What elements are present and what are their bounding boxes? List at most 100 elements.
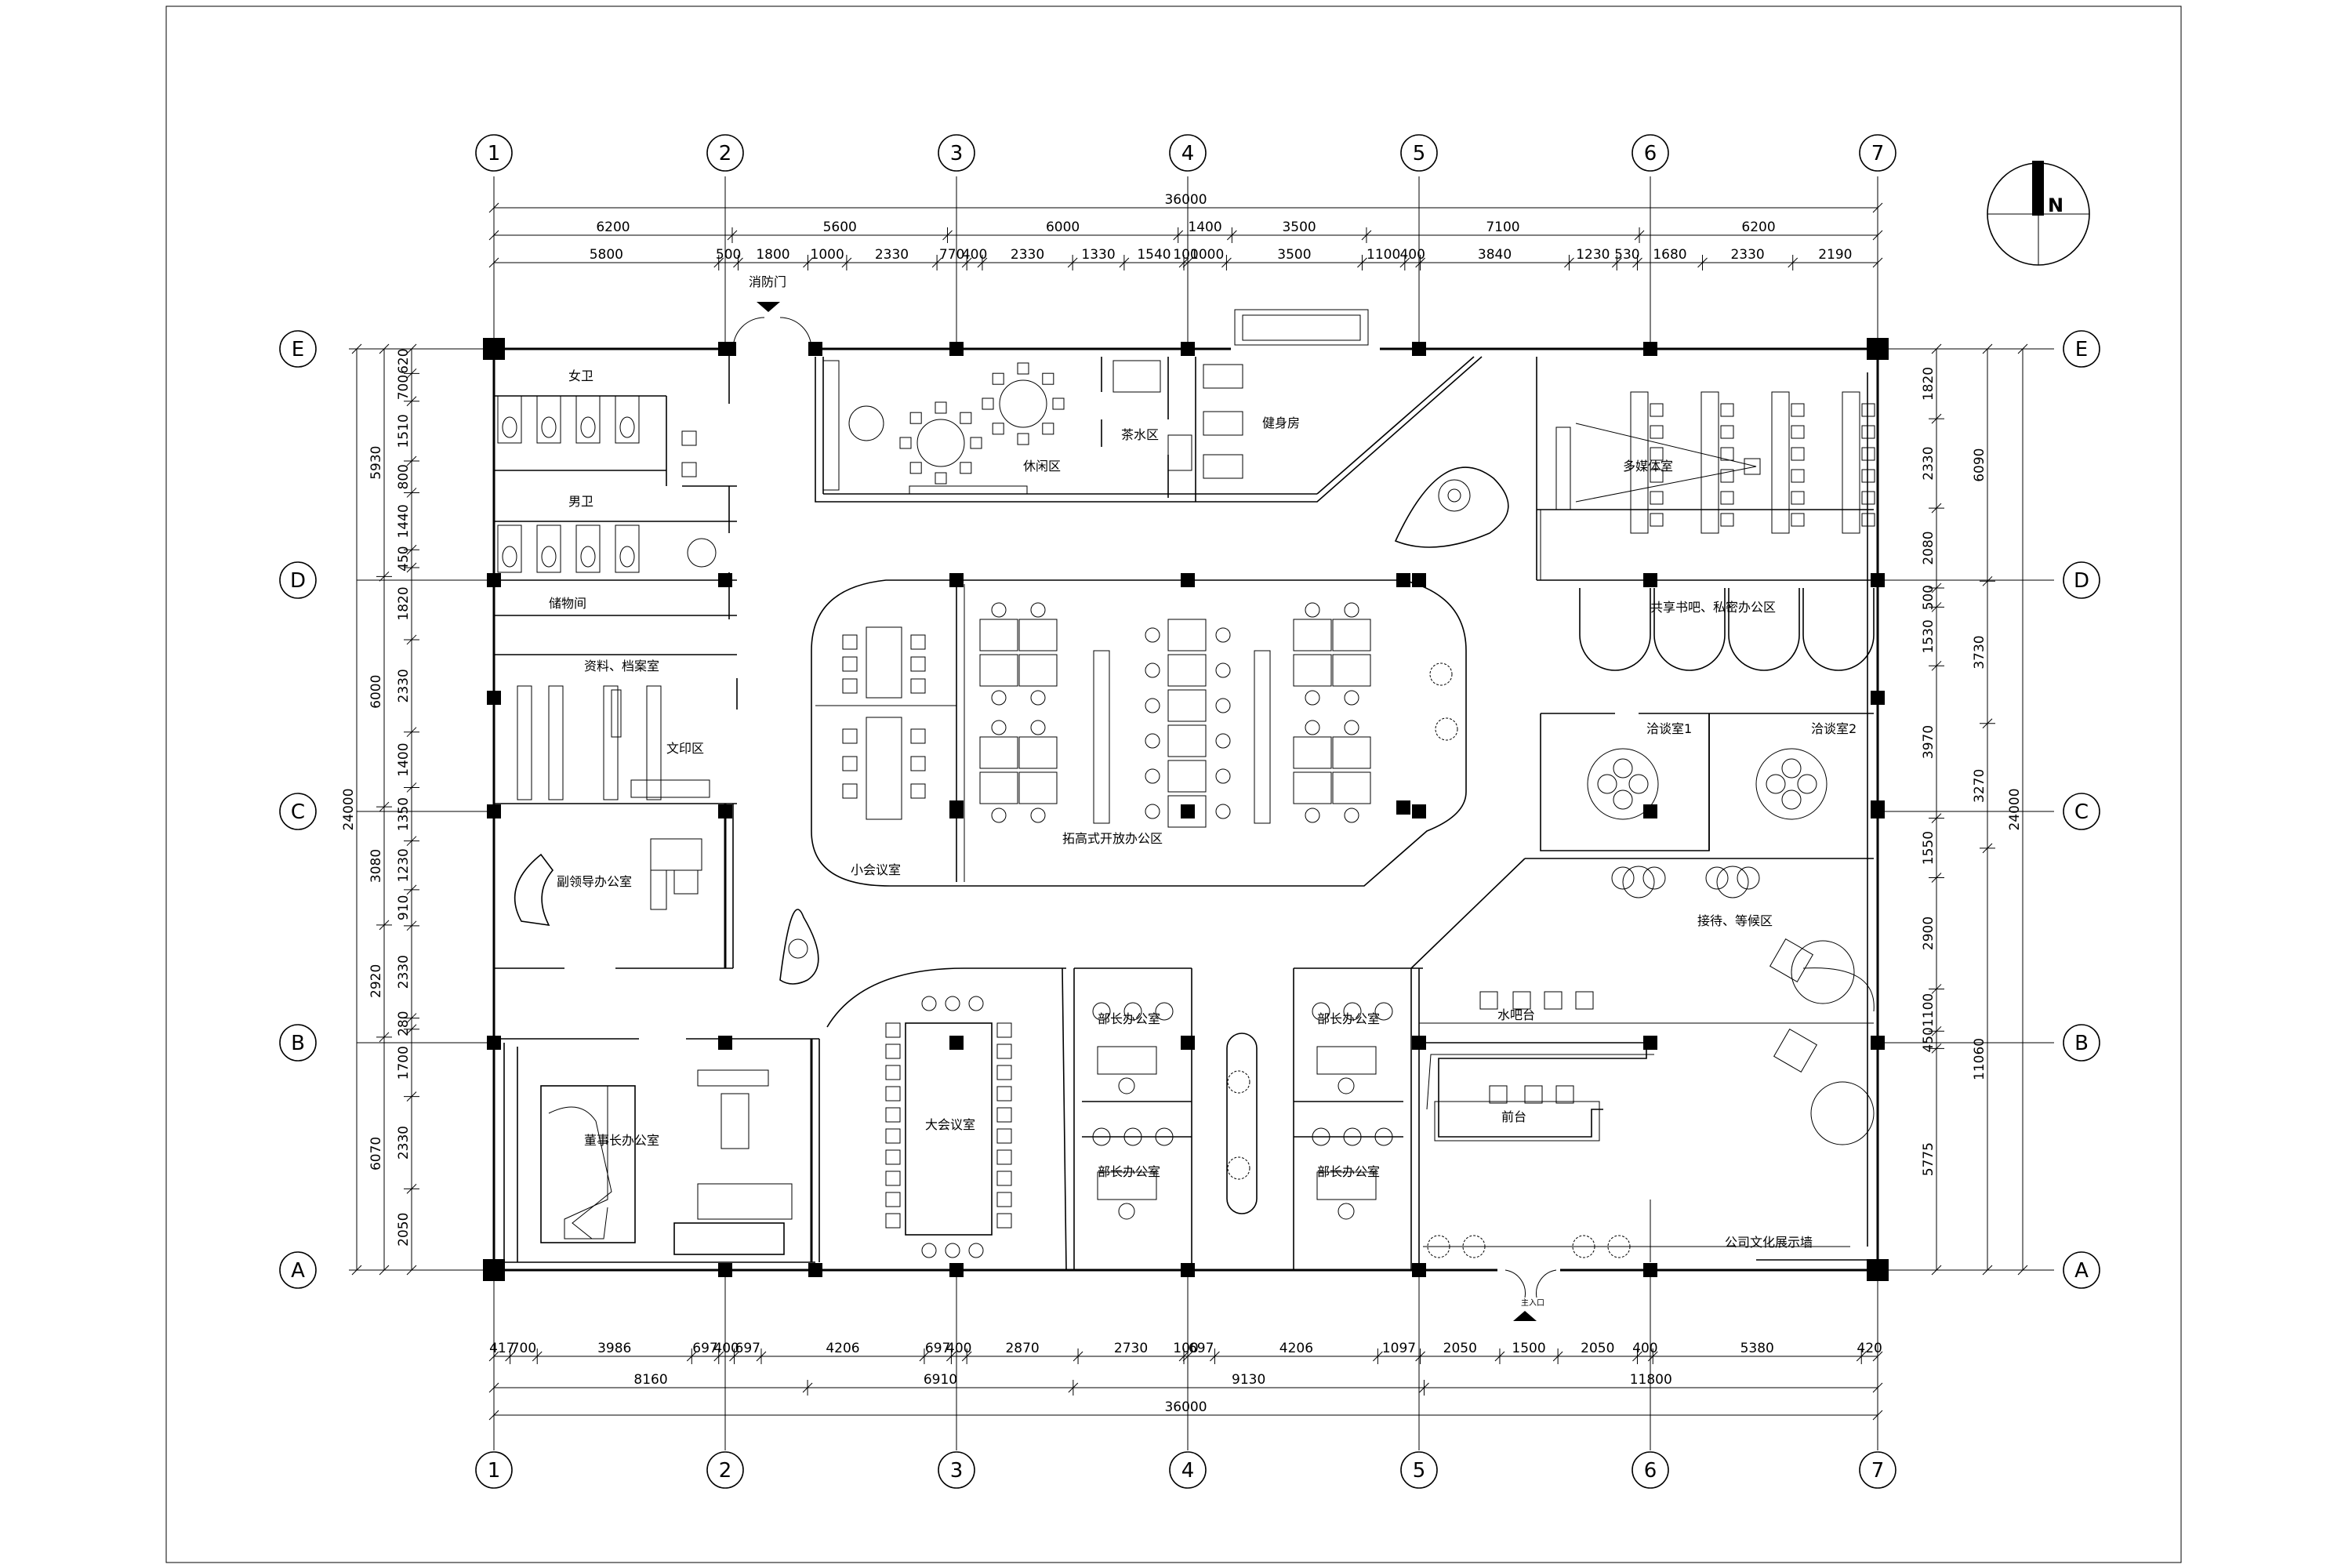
meeting-chair — [885, 1107, 901, 1123]
dim-top-main-label: 6200 — [1741, 220, 1775, 235]
dim-top-detail-label: 2190 — [1818, 247, 1852, 263]
talk-chair — [1797, 774, 1817, 794]
guest-chair — [1374, 1127, 1393, 1146]
workstation — [1167, 760, 1207, 793]
workstation — [1167, 689, 1207, 722]
dim-bottom-detail-label: 697 — [1189, 1341, 1214, 1356]
office-chair — [1305, 808, 1320, 823]
dim-right-total-label: 24000 — [2007, 788, 2023, 830]
media-chair — [1720, 491, 1734, 505]
booth-seat — [1728, 588, 1800, 671]
dim-bottom-detail-label: 697 — [692, 1341, 717, 1356]
room-minister-tl: 部长办公室 — [1098, 1011, 1160, 1026]
axis-label-col: 7 — [1871, 1459, 1885, 1483]
column — [949, 342, 964, 356]
office-chair — [1030, 690, 1046, 706]
meeting-chair — [968, 996, 984, 1011]
guest-chair — [1155, 1002, 1174, 1021]
office-chair — [1145, 768, 1160, 784]
media-chair — [1861, 469, 1875, 483]
axis-bubble-col — [1400, 1451, 1438, 1489]
media-chair — [1791, 447, 1805, 461]
office-chair — [1215, 804, 1231, 819]
small-meeting-table — [866, 717, 902, 820]
column — [1181, 804, 1195, 818]
side-table — [1716, 866, 1749, 898]
axis-label-row: B — [2074, 1032, 2089, 1055]
dim-right-detail-label: 3970 — [1921, 725, 1936, 759]
dim-bottom-total-label: 36000 — [1164, 1399, 1207, 1415]
axis-lines — [357, 176, 2054, 1450]
room-print: 文印区 — [666, 741, 704, 756]
workstation — [1293, 736, 1332, 769]
entrance-label: 主入口 — [1521, 1298, 1544, 1308]
meeting-chair — [910, 678, 926, 694]
media-desk — [1842, 391, 1860, 534]
room-open-office: 拓高式开放办公区 — [1062, 831, 1163, 846]
guest-chair — [1092, 1002, 1111, 1021]
dim-bottom-main-label: 9130 — [1232, 1372, 1265, 1388]
dim-left-detail-label: 1350 — [396, 797, 412, 831]
axis-bubble-col — [1169, 1451, 1207, 1489]
dim-top-detail-label: 1230 — [1576, 247, 1610, 263]
meeting-chair — [885, 1065, 901, 1080]
axis-label-row: E — [292, 338, 304, 361]
axis-label-col: 6 — [1644, 142, 1657, 165]
dim-bottom-detail-label: 697 — [925, 1341, 950, 1356]
toilet-stall — [615, 524, 640, 573]
meeting-chair — [885, 1213, 901, 1229]
axis-bubble-row — [2063, 1024, 2100, 1062]
axis-label-col: 5 — [1413, 1459, 1426, 1483]
office-chair — [991, 720, 1007, 735]
guest-chair — [1155, 1127, 1174, 1146]
workstation — [979, 736, 1018, 769]
guest-chair — [1123, 1127, 1142, 1146]
axis-label-col: 3 — [950, 142, 964, 165]
dim-right-main-label: 3270 — [1972, 769, 1987, 803]
room-lounge: 休闲区 — [1023, 459, 1061, 474]
dim-right-detail-label: 1530 — [1921, 619, 1936, 653]
toilet-stall — [615, 395, 640, 444]
lounge-chair — [982, 397, 994, 410]
axis-label-col: 4 — [1181, 1459, 1195, 1483]
lounge-chair — [1042, 423, 1054, 435]
office-chair — [1344, 690, 1359, 706]
guest-chair — [1312, 1127, 1330, 1146]
meeting-chair — [996, 1171, 1012, 1186]
dim-left-detail-label: 1400 — [396, 742, 412, 776]
lounge-chair — [1052, 397, 1065, 410]
toilet-icon — [502, 546, 517, 568]
lounge-chair — [960, 412, 972, 424]
media-chair — [1650, 513, 1664, 527]
office-chair — [1145, 627, 1160, 643]
dim-bottom-detail-label: 697 — [735, 1341, 760, 1356]
office-chair — [991, 808, 1007, 823]
room-reception-wait: 接待、等候区 — [1697, 913, 1773, 928]
axis-label-row: E — [2075, 338, 2088, 361]
talk-chair — [1613, 758, 1633, 779]
dim-left-detail-label: 2330 — [396, 955, 412, 989]
storage-cabinet — [1093, 650, 1110, 824]
workstation — [1167, 619, 1207, 652]
column — [1181, 1263, 1195, 1277]
dim-top-detail-label: 1800 — [756, 247, 789, 263]
media-chair — [1650, 469, 1664, 483]
office-chair — [1215, 662, 1231, 678]
office-chair — [1344, 602, 1359, 618]
media-chair — [1720, 513, 1734, 527]
dim-bottom-main-label: 8160 — [633, 1372, 667, 1388]
media-chair — [1791, 469, 1805, 483]
room-media: 多媒体室 — [1623, 459, 1673, 474]
lounge-chair — [899, 437, 912, 449]
axis-bubble-col — [1632, 1451, 1669, 1489]
dim-top-detail-label: 2330 — [1011, 247, 1044, 263]
column — [718, 1263, 732, 1277]
room-large-meeting: 大会议室 — [925, 1117, 975, 1132]
office-chair — [1030, 808, 1046, 823]
column — [483, 1259, 505, 1281]
dim-top-detail-label: 3840 — [1478, 247, 1512, 263]
media-chair — [1650, 447, 1664, 461]
dim-left-detail-label: 1230 — [396, 848, 412, 882]
dim-left-detail-label: 280 — [396, 1011, 412, 1036]
office-chair — [1145, 662, 1160, 678]
